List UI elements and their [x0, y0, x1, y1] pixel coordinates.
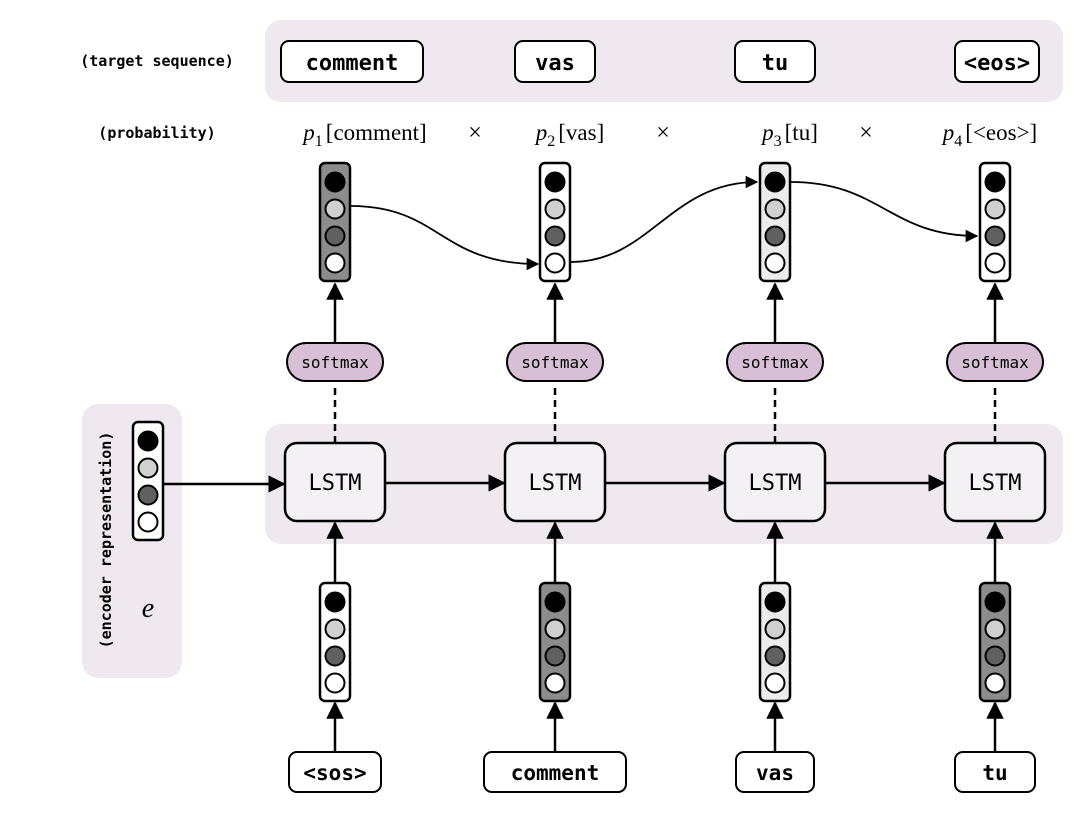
softmax-box [286, 342, 384, 382]
vector-cell [984, 645, 1006, 667]
vector-cell [544, 198, 566, 220]
probability-term: p3[tu] [760, 120, 818, 150]
vector-cell [137, 484, 159, 506]
input-embedding-vector [538, 581, 572, 703]
target-token: comment [306, 51, 399, 76]
vector-cell [324, 645, 346, 667]
selection-flow-arrow [350, 205, 540, 271]
input-embedding-vector [978, 581, 1012, 703]
vector-cell [764, 672, 786, 694]
softmax-box [506, 342, 604, 382]
vector-cell [984, 591, 1006, 613]
input-token-box [954, 751, 1036, 793]
vector-cell [984, 672, 1006, 694]
vector-cell [324, 171, 346, 193]
vector-cell [324, 591, 346, 613]
vector-cell [764, 645, 786, 667]
vector-cell [764, 225, 786, 247]
softmax-label: softmax [741, 353, 809, 372]
vector-cell [544, 591, 566, 613]
lstm-label: LSTM [529, 471, 582, 496]
vector-cell [984, 618, 1006, 640]
lstm-cell [943, 441, 1047, 523]
softmax-label: softmax [961, 353, 1029, 372]
input-token: vas [756, 761, 794, 785]
vector-cell [544, 225, 566, 247]
vector-cell [324, 252, 346, 274]
vector-cell [764, 618, 786, 640]
target-sequence-panel [265, 20, 1063, 102]
softmax-box [726, 342, 824, 382]
output-vector [538, 161, 572, 283]
vector-cell [544, 645, 566, 667]
encoder-vector [131, 420, 165, 542]
softmax-box [946, 342, 1044, 382]
softmax-label: softmax [301, 353, 369, 372]
input-embedding-vector [318, 581, 352, 703]
vector-cell [324, 225, 346, 247]
probability-term: p4[<eos>] [941, 120, 1037, 150]
encoder-representation-label: (encoder representation) [97, 432, 115, 649]
vector-cell [764, 591, 786, 613]
probability-term: p2[vas] [534, 120, 604, 150]
vector-cell [544, 618, 566, 640]
selection-flow-arrow [790, 181, 979, 243]
input-token: <sos> [303, 761, 366, 785]
vector-cell [984, 252, 1006, 274]
input-token: comment [511, 761, 600, 785]
target-token-box [734, 40, 816, 83]
target-token: vas [535, 51, 575, 76]
vector-cell [984, 225, 1006, 247]
vector-cell [544, 672, 566, 694]
vector-cell [137, 430, 159, 452]
lstm-label: LSTM [309, 471, 362, 496]
lstm-label: LSTM [749, 471, 802, 496]
times-symbol: × [859, 120, 873, 146]
vector-cell [137, 511, 159, 533]
input-token-box [288, 751, 382, 793]
softmax-label: softmax [521, 353, 589, 372]
input-token: tu [982, 761, 1007, 785]
target-token-box [280, 40, 424, 83]
vector-cell [137, 457, 159, 479]
times-symbol: × [656, 120, 670, 146]
input-token-box [483, 751, 627, 793]
encoder-symbol: e [142, 593, 154, 624]
vector-cell [324, 672, 346, 694]
target-token-box [954, 40, 1040, 83]
output-vector [978, 161, 1012, 283]
vector-cell [764, 171, 786, 193]
probability-term: p1[comment] [301, 120, 426, 150]
input-embedding-vector [758, 581, 792, 703]
vector-cell [764, 198, 786, 220]
vector-cell [984, 171, 1006, 193]
times-symbol: × [468, 120, 482, 146]
vector-cell [984, 198, 1006, 220]
target-token-box [514, 40, 596, 83]
vector-cell [324, 618, 346, 640]
output-vector [318, 161, 352, 283]
probability-label: (probability) [98, 124, 215, 142]
target-token: tu [762, 51, 789, 76]
connectors [163, 175, 979, 493]
lstm-label: LSTM [969, 471, 1022, 496]
output-vector [758, 161, 792, 283]
input-token-box [735, 751, 815, 793]
target-token: <eos> [964, 51, 1030, 76]
selection-flow-arrow [570, 175, 759, 263]
vector-cell [544, 171, 566, 193]
vector-cell [324, 198, 346, 220]
encoder-vector-box [131, 420, 165, 542]
vector-cell [764, 252, 786, 274]
target-sequence-label: (target sequence) [80, 52, 234, 70]
vector-cell [544, 252, 566, 274]
